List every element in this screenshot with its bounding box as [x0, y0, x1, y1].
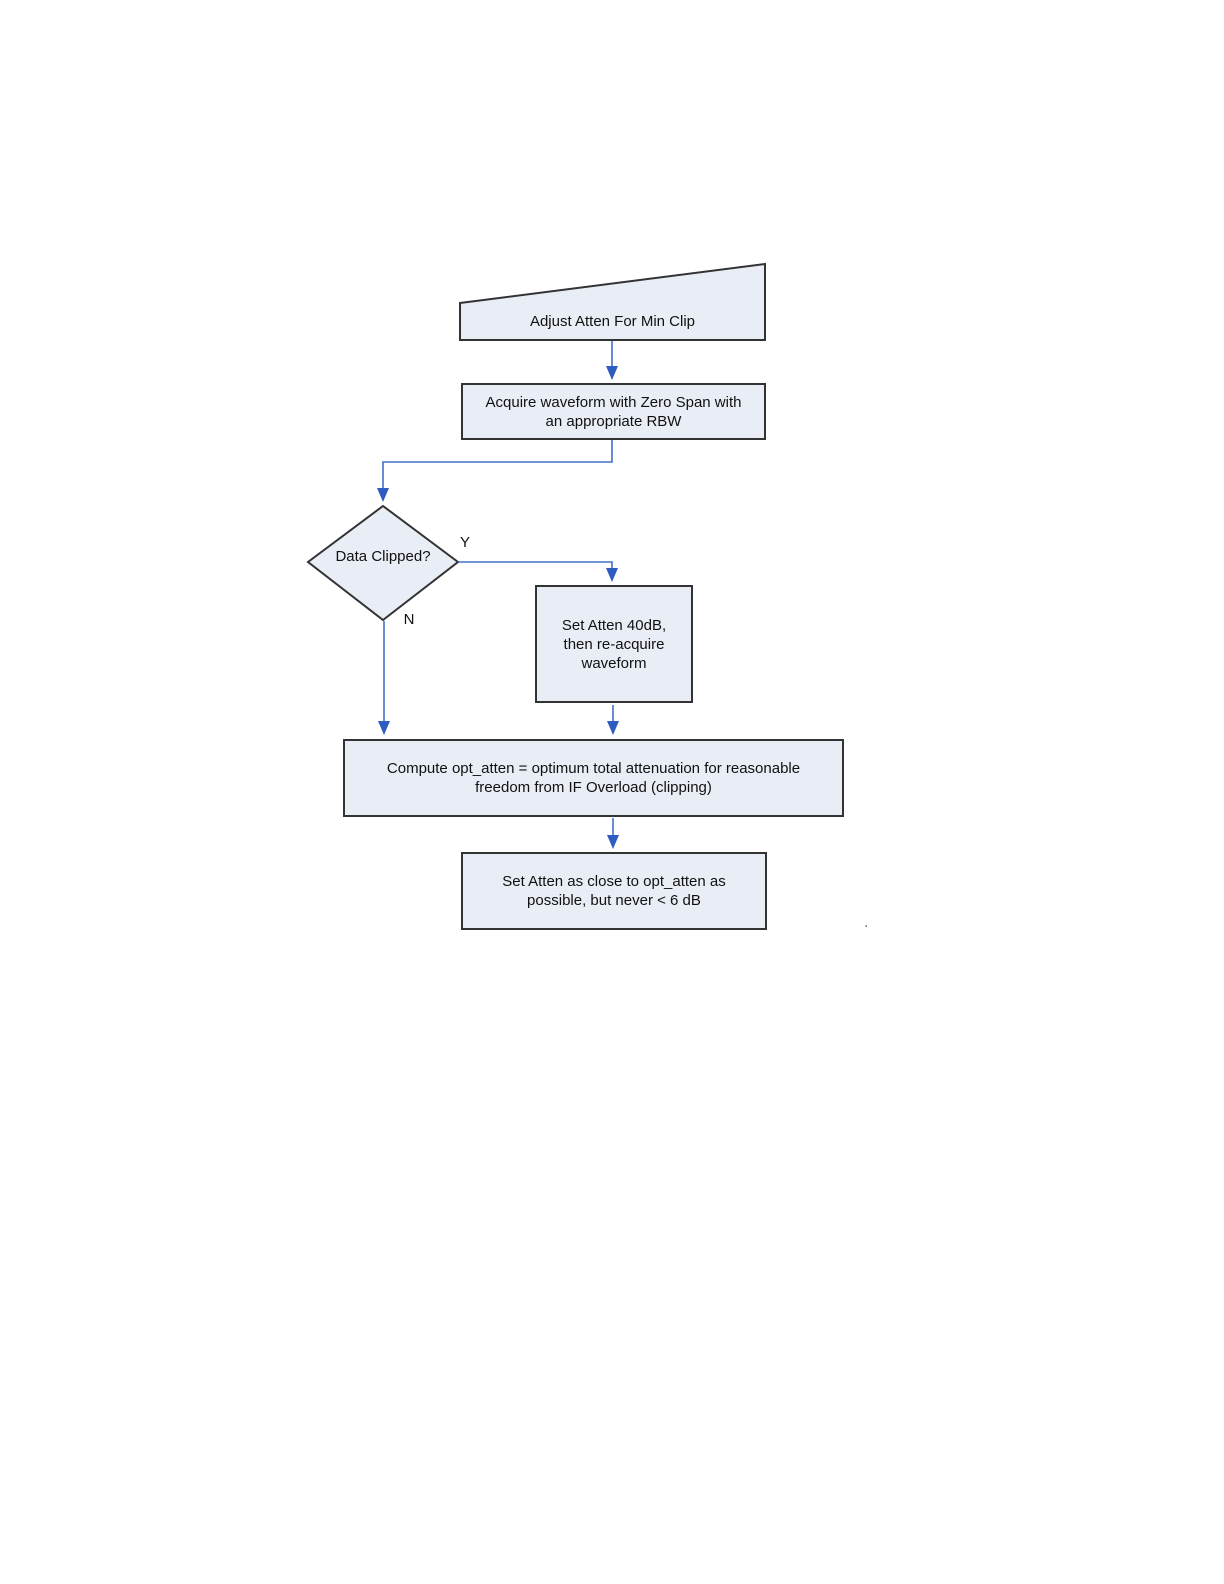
- stray-period-mark: .: [864, 914, 869, 931]
- decision-no-label: N: [403, 611, 415, 628]
- node-compute-opt-atten-label: Compute opt_atten = optimum total attenu…: [386, 760, 801, 796]
- node-set-atten-40db-label: Set Atten 40dB, then re-acquire waveform: [561, 616, 667, 672]
- node-set-atten-40db: Set Atten 40dB, then re-acquire waveform: [535, 585, 693, 703]
- decision-yes-label: Y: [459, 534, 470, 551]
- node-set-atten-final-label: Set Atten as close to opt_atten as possi…: [502, 873, 726, 909]
- connector-acquire-to-decision: [377, 440, 613, 502]
- decision-question-label: Data Clipped?: [335, 548, 431, 565]
- node-acquire-waveform-label: Acquire waveform with Zero Span with an …: [485, 393, 742, 430]
- node-acquire-waveform: Acquire waveform with Zero Span with an …: [461, 383, 766, 440]
- start-shape-label: Adjust Atten For Min Clip: [529, 312, 696, 330]
- node-compute-opt-atten: Compute opt_atten = optimum total attenu…: [343, 739, 844, 817]
- node-set-atten-final: Set Atten as close to opt_atten as possi…: [461, 852, 767, 930]
- connector-decision-yes-branch: [458, 561, 618, 582]
- decision-diamond: [306, 504, 460, 622]
- start-shape: [459, 262, 766, 341]
